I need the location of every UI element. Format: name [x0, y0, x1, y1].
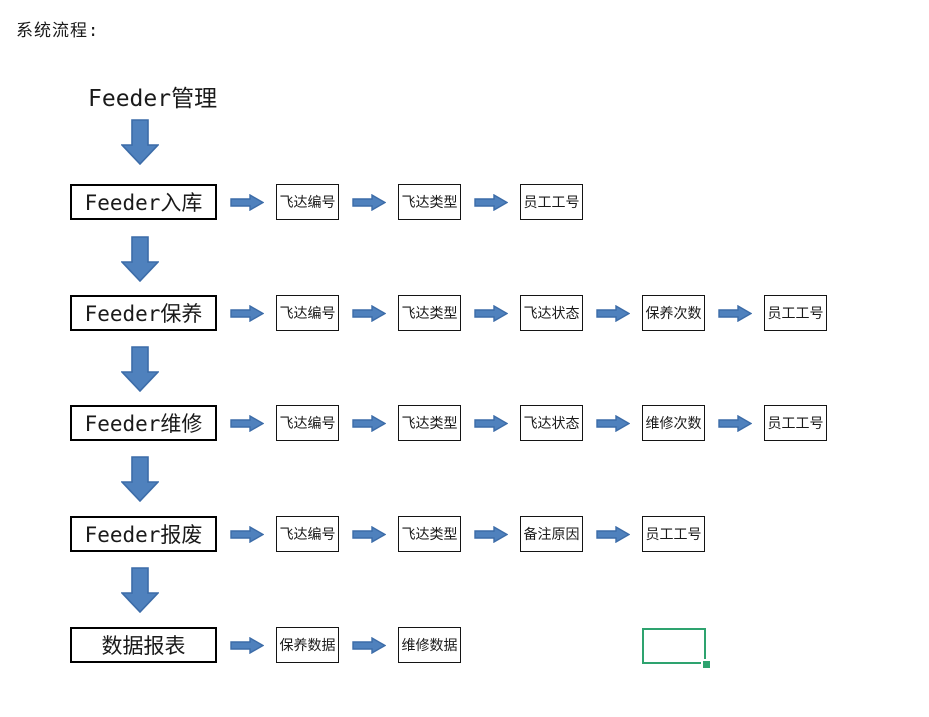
attribute-label: 保养次数 — [645, 306, 702, 322]
attribute-label: 飞达编号 — [279, 416, 336, 432]
right-arrow-icon — [352, 637, 386, 654]
attribute-label: 员工工号 — [767, 416, 824, 432]
attribute-box: 员工工号 — [642, 516, 705, 552]
attribute-box: 飞达编号 — [276, 516, 339, 552]
attribute-label: 飞达编号 — [279, 195, 336, 211]
attribute-label: 飞达编号 — [279, 527, 336, 543]
right-arrow-icon — [718, 305, 752, 322]
flow-step-label: Feeder保养 — [84, 302, 203, 326]
attribute-box: 保养数据 — [276, 627, 339, 663]
flow-step-label: Feeder报废 — [84, 523, 203, 547]
attribute-label: 维修次数 — [645, 416, 702, 432]
flow-step-box-repair: Feeder维修 — [70, 405, 217, 441]
attribute-box: 飞达状态 — [520, 295, 583, 331]
flow-step-label: Feeder维修 — [84, 412, 203, 436]
flow-step-label: 数据报表 — [101, 634, 186, 658]
attribute-box: 员工工号 — [764, 295, 827, 331]
right-arrow-icon — [230, 637, 264, 654]
attribute-label: 飞达类型 — [401, 195, 458, 211]
page-title: 系统流程: — [16, 21, 100, 41]
attribute-box: 备注原因 — [520, 516, 583, 552]
attribute-label: 飞达类型 — [401, 527, 458, 543]
down-arrow-icon — [121, 346, 159, 392]
attribute-box: 保养次数 — [642, 295, 705, 331]
attribute-label: 员工工号 — [523, 195, 580, 211]
attribute-box: 飞达编号 — [276, 405, 339, 441]
right-arrow-icon — [596, 415, 630, 432]
flow-step-label: Feeder入库 — [84, 191, 203, 215]
down-arrow-icon — [121, 236, 159, 282]
attribute-box: 维修数据 — [398, 627, 461, 663]
attribute-box: 飞达类型 — [398, 405, 461, 441]
attribute-label: 保养数据 — [279, 638, 336, 654]
flow-step-box-reports: 数据报表 — [70, 627, 217, 663]
right-arrow-icon — [596, 526, 630, 543]
down-arrow-icon — [121, 567, 159, 613]
attribute-label: 员工工号 — [645, 527, 702, 543]
right-arrow-icon — [352, 415, 386, 432]
selected-cell[interactable] — [642, 628, 712, 670]
right-arrow-icon — [352, 305, 386, 322]
attribute-box: 员工工号 — [520, 184, 583, 220]
right-arrow-icon — [230, 415, 264, 432]
attribute-label: 飞达编号 — [279, 306, 336, 322]
right-arrow-icon — [230, 526, 264, 543]
diagram-title: Feeder管理 — [88, 86, 218, 112]
attribute-box: 飞达状态 — [520, 405, 583, 441]
attribute-box: 飞达编号 — [276, 184, 339, 220]
attribute-label: 飞达状态 — [523, 416, 580, 432]
right-arrow-icon — [474, 415, 508, 432]
right-arrow-icon — [230, 305, 264, 322]
right-arrow-icon — [474, 305, 508, 322]
attribute-label: 员工工号 — [767, 306, 824, 322]
down-arrow-icon — [121, 456, 159, 502]
flow-step-box-maintenance: Feeder保养 — [70, 295, 217, 331]
attribute-box: 飞达编号 — [276, 295, 339, 331]
attribute-box: 飞达类型 — [398, 184, 461, 220]
right-arrow-icon — [352, 194, 386, 211]
attribute-label: 备注原因 — [523, 527, 580, 543]
down-arrow-icon — [121, 119, 159, 165]
attribute-label: 飞达状态 — [523, 306, 580, 322]
attribute-label: 维修数据 — [401, 638, 458, 654]
flow-step-box-inbound: Feeder入库 — [70, 184, 217, 220]
attribute-label: 飞达类型 — [401, 306, 458, 322]
right-arrow-icon — [596, 305, 630, 322]
right-arrow-icon — [352, 526, 386, 543]
attribute-box: 员工工号 — [764, 405, 827, 441]
right-arrow-icon — [230, 194, 264, 211]
right-arrow-icon — [474, 526, 508, 543]
attribute-box: 飞达类型 — [398, 295, 461, 331]
attribute-box: 维修次数 — [642, 405, 705, 441]
attribute-box: 飞达类型 — [398, 516, 461, 552]
right-arrow-icon — [474, 194, 508, 211]
flow-step-box-scrap: Feeder报废 — [70, 516, 217, 552]
right-arrow-icon — [718, 415, 752, 432]
attribute-label: 飞达类型 — [401, 416, 458, 432]
fill-handle[interactable] — [701, 659, 712, 670]
